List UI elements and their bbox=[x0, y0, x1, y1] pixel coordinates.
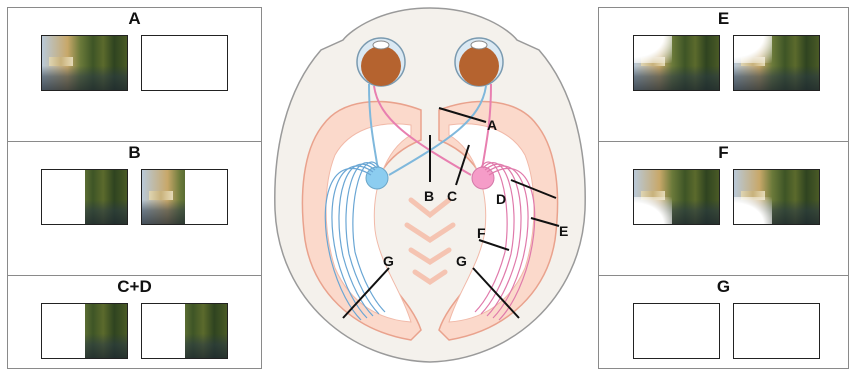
panel-f-left-eye-view bbox=[633, 169, 720, 225]
panel-e-right-eye-view bbox=[733, 35, 820, 91]
panel-f-right-eye-view bbox=[733, 169, 820, 225]
diagram-label-e: E bbox=[559, 223, 568, 239]
panel-e-left-eye-view bbox=[633, 35, 720, 91]
diagram-label-g-right: G bbox=[456, 253, 467, 269]
visual-pathway-diagram: A B C D E F G G bbox=[261, 0, 599, 369]
diagram-label-f: F bbox=[477, 225, 486, 241]
panel-a-label: A bbox=[8, 9, 261, 29]
panel-b: B bbox=[7, 141, 262, 276]
panel-g-right-eye-view bbox=[733, 303, 820, 359]
diagram-label-b: B bbox=[424, 188, 434, 204]
panel-f: F bbox=[598, 141, 849, 276]
diagram-label-c: C bbox=[447, 188, 457, 204]
panel-cd-label: C+D bbox=[8, 277, 261, 297]
panel-cd-left-eye-view bbox=[41, 303, 128, 359]
panel-a-right-eye-view bbox=[141, 35, 228, 91]
panel-b-label: B bbox=[8, 143, 261, 163]
panel-f-label: F bbox=[599, 143, 848, 163]
right-eye bbox=[455, 38, 503, 86]
panel-g-left-eye-view bbox=[633, 303, 720, 359]
panel-a: A bbox=[7, 7, 262, 142]
panel-b-left-eye-view bbox=[41, 169, 128, 225]
diagram-label-g-left: G bbox=[383, 253, 394, 269]
panel-cd-right-eye-view bbox=[141, 303, 228, 359]
panel-e: E bbox=[598, 7, 849, 142]
diagram-label-a: A bbox=[487, 117, 497, 133]
panel-a-left-eye-view bbox=[41, 35, 128, 91]
panel-b-right-eye-view bbox=[141, 169, 228, 225]
panel-cd: C+D bbox=[7, 275, 262, 369]
panel-e-label: E bbox=[599, 9, 848, 29]
left-eye bbox=[357, 38, 405, 86]
diagram-label-d: D bbox=[496, 191, 506, 207]
panel-g-label: G bbox=[599, 277, 848, 297]
panel-g: G bbox=[598, 275, 849, 369]
